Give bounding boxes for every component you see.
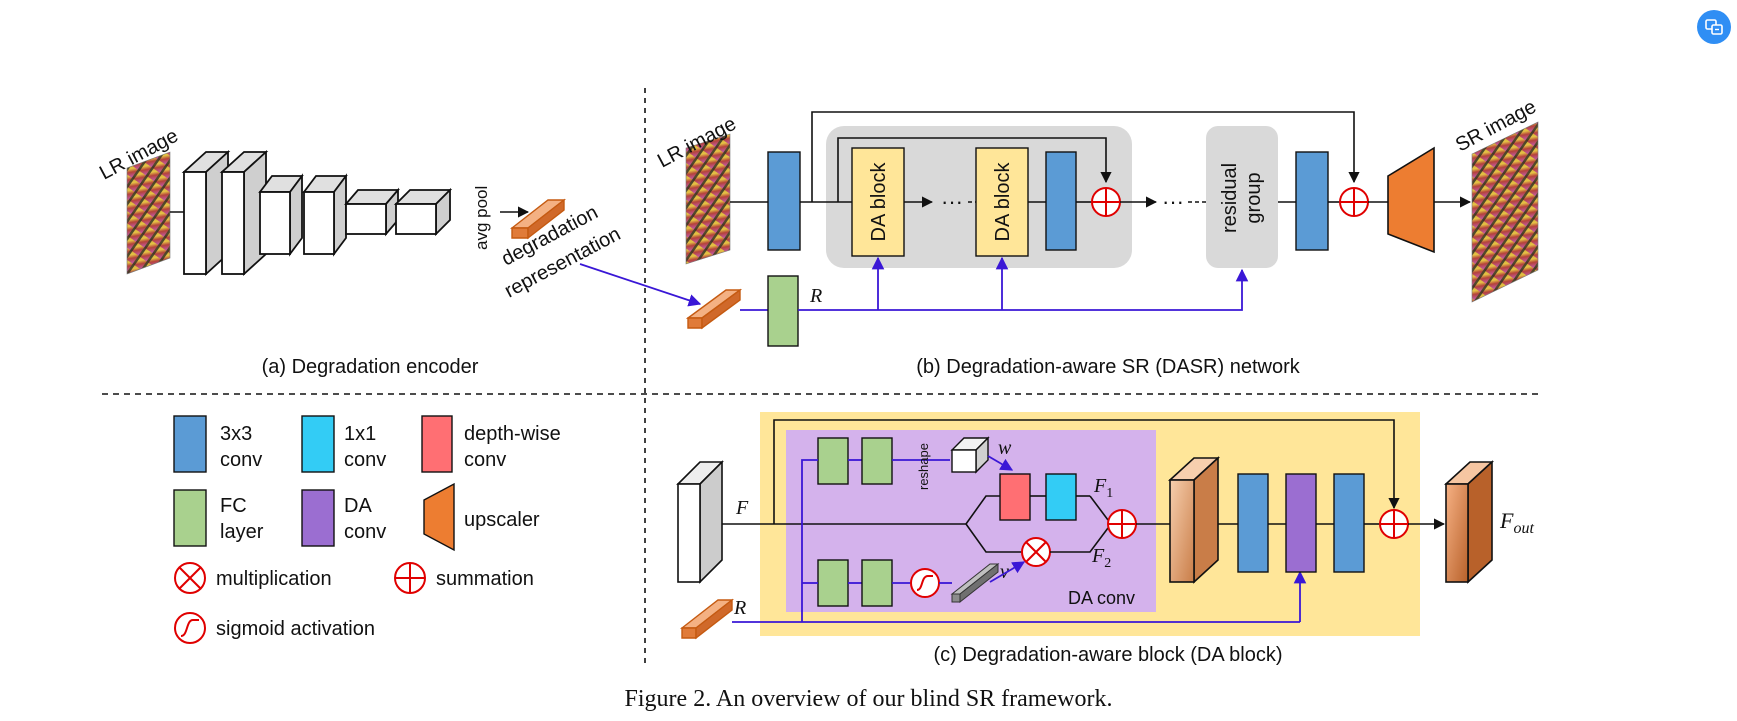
kernel-w-cube: [950, 436, 990, 474]
ellipsis-b1: ···: [941, 189, 963, 214]
da-block-1-label: DA block: [868, 162, 890, 242]
da-conv-output-feature: [1167, 456, 1221, 584]
depthwise-conv: [999, 473, 1031, 521]
f2-label: F2: [1091, 545, 1111, 571]
figure-caption: Figure 2. An overview of our blind SR fr…: [624, 686, 1113, 712]
caption-a: (a) Degradation encoder: [262, 356, 479, 378]
input-feature-f: [676, 460, 724, 584]
translate-button[interactable]: [1697, 10, 1731, 44]
block-da-conv: [1285, 473, 1317, 573]
panel-c-da-block: F F1 F2 reshape: [676, 412, 1534, 666]
legend-conv1x1-line1: 1x1: [344, 423, 376, 445]
fc-layer-v1: [817, 559, 849, 607]
degradation-representation-vector-b: [685, 288, 743, 330]
legend-depthwise-line1: depth-wise: [464, 423, 561, 445]
f1-label: F1: [1093, 475, 1113, 501]
legend-fc-line2: layer: [220, 521, 264, 543]
sr-image-thumbnail: [1471, 121, 1539, 303]
sigmoid-op-c: [910, 568, 940, 598]
encoder-conv-stack: [181, 149, 453, 277]
da-conv-label: DA conv: [1068, 588, 1135, 608]
legend-conv3x3-line2: conv: [220, 449, 262, 471]
degradation-representation-vector-c: [679, 598, 735, 640]
body-tail-conv-3x3: [1295, 151, 1329, 251]
lr-image-thumbnail-a: [126, 151, 171, 275]
caption-c: (c) Degradation-aware block (DA block): [933, 644, 1282, 666]
da-conv-summation-op: [1107, 509, 1137, 539]
panel-a-degradation-encoder: LR image av: [96, 125, 624, 378]
legend-upscaler-swatch: [423, 482, 455, 552]
legend-fc-line1: FC: [220, 495, 247, 517]
fout-label: Fout: [1499, 508, 1534, 537]
fc-layer-v2: [861, 559, 893, 607]
r-label-b: R: [809, 285, 822, 307]
legend-daconv-line2: conv: [344, 521, 386, 543]
legend-upscaler-label: upscaler: [464, 509, 540, 531]
legend-depthwise-swatch: [421, 415, 453, 473]
attention-v-vector: [950, 562, 1000, 604]
da-block-1: [851, 147, 905, 257]
fc-layer-w1: [817, 437, 849, 485]
residual-group-label-line2: group: [1243, 172, 1265, 223]
fc-layer-b: [767, 275, 799, 347]
legend-summation-label: summation: [436, 568, 534, 590]
v-label: v: [1000, 561, 1009, 583]
degradation-representation-vector-a: [509, 198, 567, 240]
representation-link-arrow: [579, 263, 702, 307]
f-label: F: [735, 497, 749, 519]
legend-conv3x3-line1: 3x3: [220, 423, 252, 445]
w-label: w: [998, 437, 1012, 459]
block-conv-3x3-2: [1333, 473, 1365, 573]
residual-group-label-line1: residual: [1219, 163, 1241, 233]
upscaler-b: [1387, 146, 1435, 254]
group-tail-conv-3x3: [1045, 151, 1077, 251]
multiplication-op-c: [1021, 537, 1051, 567]
block-summation-op: [1379, 509, 1409, 539]
da-block-2-label: DA block: [992, 162, 1014, 242]
legend-conv1x1-swatch: [301, 415, 335, 473]
block-conv-3x3-1: [1237, 473, 1269, 573]
legend: 3x3 conv 1x1 conv depth-wise conv FC lay…: [173, 415, 561, 644]
global-summation-op: [1339, 187, 1369, 217]
r-label-c: R: [733, 597, 746, 619]
legend-daconv-swatch: [301, 489, 335, 547]
output-feature-fout: [1443, 460, 1495, 584]
ellipsis-b2: ···: [1162, 189, 1184, 214]
residual-group-collapsed: [1206, 126, 1278, 268]
head-conv-3x3: [767, 151, 801, 251]
legend-sigmoid-icon: [174, 612, 206, 644]
legend-multiplication-label: multiplication: [216, 568, 332, 590]
inner-summation-op: [1091, 187, 1121, 217]
caption-b: (b) Degradation-aware SR (DASR) network: [916, 356, 1300, 378]
translate-icon: [1705, 19, 1723, 35]
legend-conv3x3-swatch: [173, 415, 207, 473]
pointwise-conv-1x1: [1045, 473, 1077, 521]
avg-pool-label: avg pool: [472, 186, 491, 250]
legend-sigmoid-label: sigmoid activation: [216, 618, 375, 640]
reshape-label: reshape: [916, 443, 931, 490]
legend-depthwise-line2: conv: [464, 449, 506, 471]
legend-conv1x1-line2: conv: [344, 449, 386, 471]
legend-summation-icon: [394, 562, 426, 594]
legend-daconv-line1: DA: [344, 495, 372, 517]
fc-layer-w2: [861, 437, 893, 485]
legend-multiplication-icon: [174, 562, 206, 594]
da-block-2: [975, 147, 1029, 257]
legend-fc-swatch: [173, 489, 207, 547]
lr-image-thumbnail-b: [685, 133, 731, 265]
panel-b-dasr-network: LR image DA block ··· DA block ··· resid…: [654, 96, 1540, 378]
